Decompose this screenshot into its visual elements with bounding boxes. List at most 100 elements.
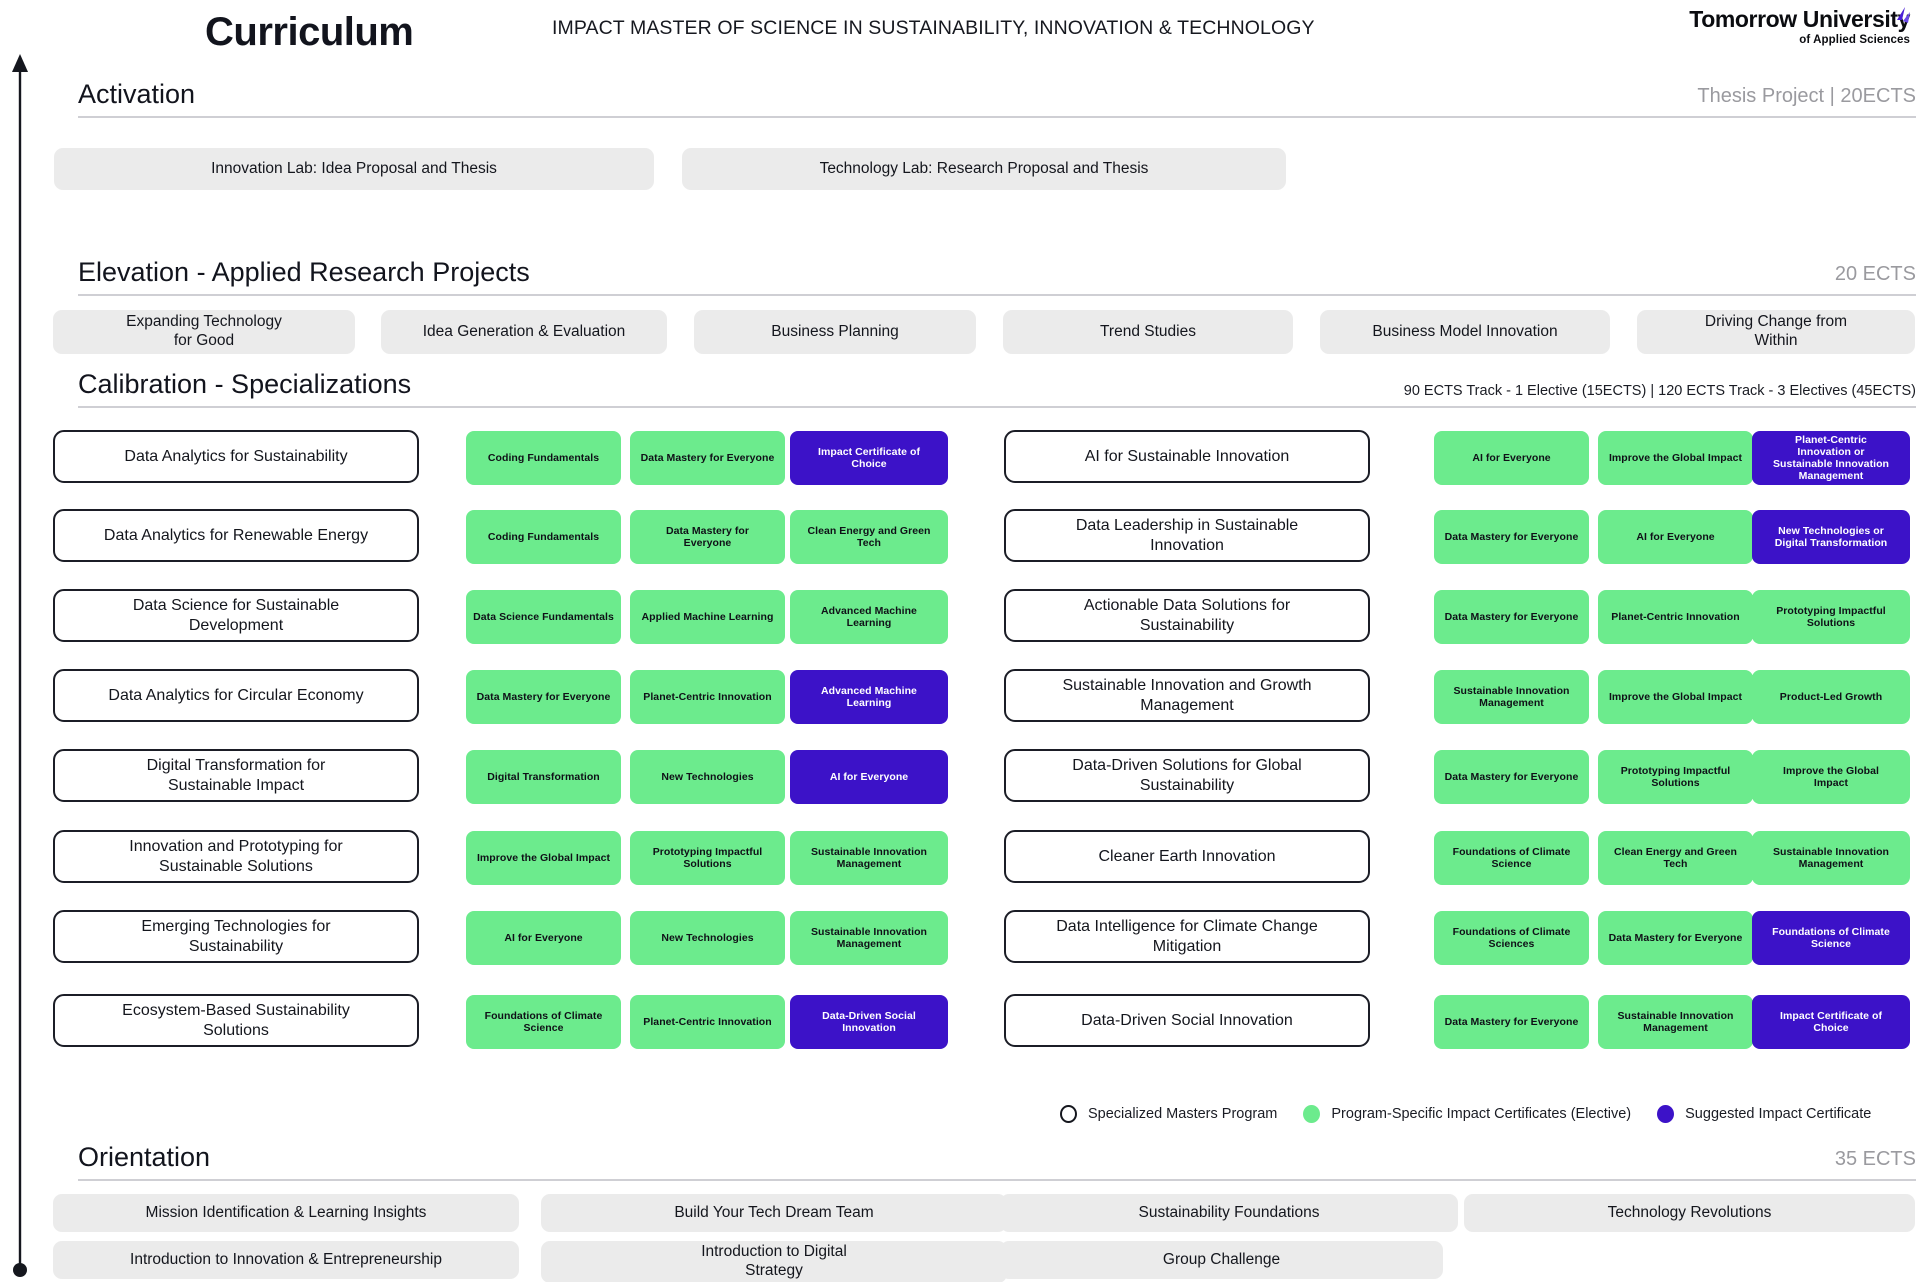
orientation-course-pill[interactable]: Mission Identification & Learning Insigh… [53, 1194, 519, 1232]
elevation-course-pill[interactable]: Business Planning [694, 310, 976, 354]
logo-spark-icon [1897, 7, 1910, 23]
section-header-calibration: Calibration - Specializations 90 ECTS Tr… [78, 369, 1916, 408]
certificate-chip-green[interactable]: Improve the Global Impact [1598, 670, 1753, 724]
certificate-chip-green[interactable]: Data Mastery for Everyone [1598, 911, 1753, 965]
section-title-activation: Activation [78, 79, 196, 109]
elevation-course-pill[interactable]: Business Model Innovation [1320, 310, 1610, 354]
specialization-card[interactable]: Data Analytics for Circular Economy [53, 669, 419, 722]
specialization-card[interactable]: Cleaner Earth Innovation [1004, 830, 1370, 883]
orientation-course-pill[interactable]: Build Your Tech Dream Team [541, 1194, 1007, 1232]
elevation-course-pill[interactable]: Trend Studies [1003, 310, 1293, 354]
certificate-chip-green[interactable]: Data Mastery for Everyone [1434, 750, 1589, 804]
section-meta-calibration: 90 ECTS Track - 1 Elective (15ECTS) | 12… [1403, 383, 1916, 399]
certificate-chip-green[interactable]: New Technologies [630, 911, 785, 965]
certificate-chip-green[interactable]: Data Mastery for Everyone [1434, 510, 1589, 564]
certificate-chip-green[interactable]: Data Mastery for Everyone [630, 431, 785, 485]
certificate-chip-green[interactable]: AI for Everyone [466, 911, 621, 965]
certificate-chip-green[interactable]: Planet-Centric Innovation [630, 995, 785, 1049]
section-title-calibration: Calibration - Specializations [78, 369, 412, 399]
section-title-elevation: Elevation - Applied Research Projects [78, 257, 530, 287]
activation-course-pill[interactable]: Technology Lab: Research Proposal and Th… [682, 148, 1286, 190]
orientation-course-pill[interactable]: Group Challenge [1000, 1241, 1443, 1279]
orientation-course-pill[interactable]: Sustainability Foundations [1000, 1194, 1458, 1232]
page-title: Curriculum [205, 10, 414, 54]
specialization-card[interactable]: Data Analytics for Renewable Energy [53, 509, 419, 562]
specialization-card[interactable]: Data-Driven Social Innovation [1004, 994, 1370, 1047]
certificate-chip-green[interactable]: Applied Machine Learning [630, 590, 785, 644]
legend-label: Suggested Impact Certificate [1685, 1106, 1872, 1122]
certificate-chip-green[interactable]: Improve the Global Impact [1598, 431, 1753, 485]
legend-item: Specialized Masters Program [1060, 1105, 1277, 1123]
progression-arrow [12, 54, 28, 1277]
section-meta-activation: Thesis Project | 20ECTS [1697, 85, 1916, 107]
certificate-chip-green[interactable]: AI for Everyone [1434, 431, 1589, 485]
certificate-chip-green[interactable]: Coding Fundamentals [466, 431, 621, 485]
orientation-course-pill[interactable]: Introduction to Innovation & Entrepreneu… [53, 1241, 519, 1279]
section-header-orientation: Orientation 35 ECTS [78, 1142, 1916, 1181]
activation-course-pill[interactable]: Innovation Lab: Idea Proposal and Thesis [54, 148, 654, 190]
certificate-chip-green[interactable]: Data Mastery for Everyone [1434, 590, 1589, 644]
certificate-chip-green[interactable]: Planet-Centric Innovation [1598, 590, 1753, 644]
certificate-chip-green[interactable]: New Technologies [630, 750, 785, 804]
certificate-chip-purple[interactable]: AI for Everyone [790, 750, 948, 804]
certificate-chip-green[interactable]: Data Mastery for Everyone [1434, 995, 1589, 1049]
certificate-chip-green[interactable]: AI for Everyone [1598, 510, 1753, 564]
certificate-chip-green[interactable]: Planet-Centric Innovation [630, 670, 785, 724]
certificate-chip-green[interactable]: Data Mastery for Everyone [466, 670, 621, 724]
certificate-chip-green[interactable]: Digital Transformation [466, 750, 621, 804]
certificate-chip-green[interactable]: Coding Fundamentals [466, 510, 621, 564]
elevation-course-pill[interactable]: Idea Generation & Evaluation [381, 310, 667, 354]
tomorrow-university-logo: Tomorrow University of Applied Sciences [1660, 6, 1910, 46]
section-header-activation: Activation Thesis Project | 20ECTS [78, 79, 1916, 118]
certificate-chip-green[interactable]: Data Science Fundamentals [466, 590, 621, 644]
orientation-course-pill[interactable]: Technology Revolutions [1464, 1194, 1915, 1232]
certificate-chip-green[interactable]: Improve the Global Impact [466, 831, 621, 885]
specialization-card[interactable]: AI for Sustainable Innovation [1004, 430, 1370, 483]
legend-item: Suggested Impact Certificate [1657, 1105, 1871, 1123]
legend-label: Specialized Masters Program [1088, 1106, 1278, 1122]
divider-calibration [78, 406, 1916, 408]
divider-activation [78, 116, 1916, 118]
header-bar: Curriculum IMPACT MASTER OF SCIENCE IN S… [0, 0, 1920, 64]
specialization-card[interactable]: Data Analytics for Sustainability [53, 430, 419, 483]
certificate-chip-green[interactable]: Product-Led Growth [1752, 670, 1910, 724]
